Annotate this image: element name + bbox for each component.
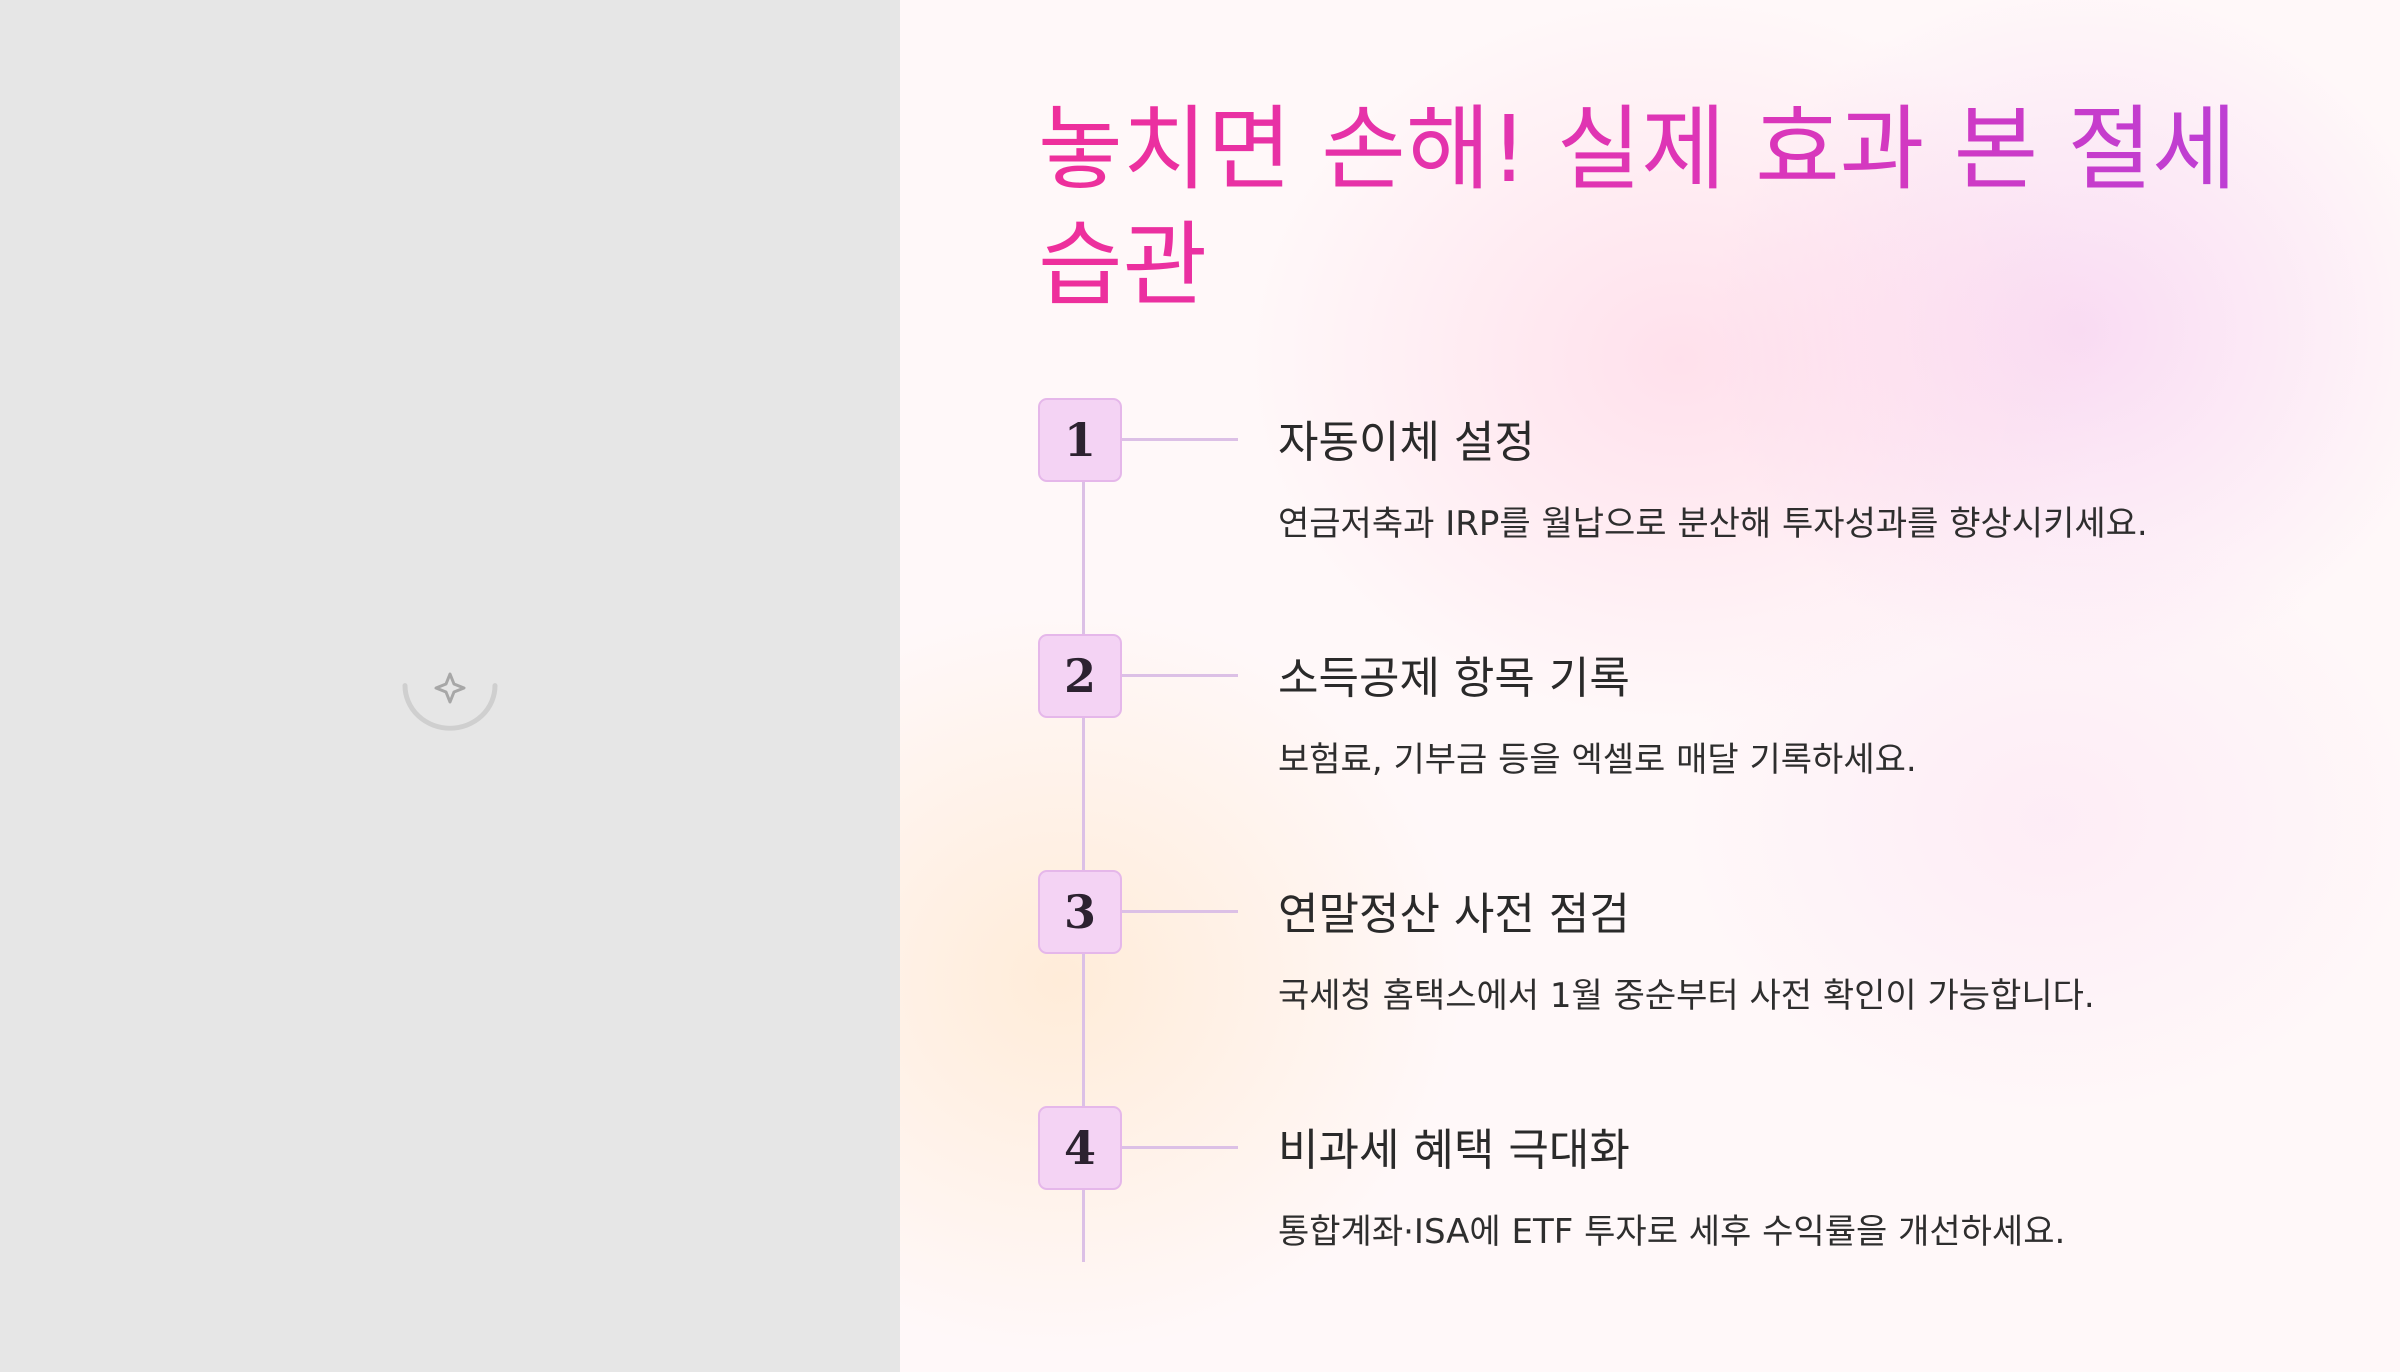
step-description: 통합계좌·ISA에 ETF 투자로 세후 수익률을 개선하세요.: [1278, 1212, 2066, 1252]
step-item: 4 비과세 혜택 극대화 통합계좌·ISA에 ETF 투자로 세후 수익률을 개…: [1038, 1106, 2338, 1306]
step-item: 3 연말정산 사전 점검 국세청 홈택스에서 1월 중순부터 사전 확인이 가능…: [1038, 870, 2338, 1070]
step-item: 1 자동이체 설정 연금저축과 IRP를 월납으로 분산해 투자성과를 향상시키…: [1038, 398, 2338, 598]
timeline-line: [1082, 440, 1085, 1262]
step-number-badge: 1: [1038, 398, 1122, 482]
step-connector: [1122, 674, 1238, 677]
step-item: 2 소득공제 항목 기록 보험료, 기부금 등을 엑셀로 매달 기록하세요.: [1038, 634, 2338, 834]
step-connector: [1122, 910, 1238, 913]
page-title: 놓치면 손해! 실제 효과 본 절세 습관: [1038, 92, 2328, 324]
step-title: 비과세 혜택 극대화: [1278, 1125, 1630, 1176]
content-pane: 놓치면 손해! 실제 효과 본 절세 습관 1 자동이체 설정 연금저축과 IR…: [900, 0, 2400, 1372]
step-description: 연금저축과 IRP를 월납으로 분산해 투자성과를 향상시키세요.: [1278, 504, 2148, 544]
sparkle-spinner-icon: [402, 672, 498, 731]
step-description: 보험료, 기부금 등을 엑셀로 매달 기록하세요.: [1278, 740, 1917, 780]
step-title: 연말정산 사전 점검: [1278, 889, 1630, 940]
step-title: 자동이체 설정: [1278, 417, 1535, 468]
step-number-badge: 4: [1038, 1106, 1122, 1190]
step-connector: [1122, 1146, 1238, 1149]
step-number-badge: 2: [1038, 634, 1122, 718]
step-title: 소득공제 항목 기록: [1278, 653, 1630, 704]
step-connector: [1122, 438, 1238, 441]
image-placeholder-pane: [0, 0, 900, 1372]
step-number-badge: 3: [1038, 870, 1122, 954]
step-description: 국세청 홈택스에서 1월 중순부터 사전 확인이 가능합니다.: [1278, 976, 2095, 1016]
